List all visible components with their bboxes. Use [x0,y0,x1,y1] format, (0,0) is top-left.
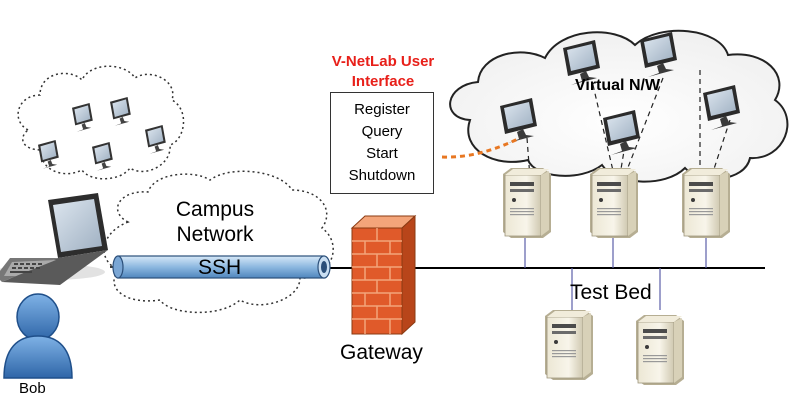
ui-title: V-NetLab User Interface [331,53,435,90]
user-icon [3,293,73,379]
ssh-label: SSH [198,256,242,279]
menu-item-register[interactable]: Register [354,101,410,118]
menu-item-shutdown[interactable]: Shutdown [348,167,416,184]
firewall-icon [350,214,417,336]
gateway-label: Gateway [340,341,423,364]
peer-machines-cloud-icon [17,65,185,180]
test-bed-label: Test Bed [570,281,652,304]
laptop-icon [0,193,108,285]
ssh-tunnel-icon [110,255,331,279]
test-bed-server-icon [502,167,731,386]
virtual-links [526,70,731,179]
user-label: Bob [19,380,46,397]
virtual-network-cloud-icon [449,29,789,183]
ui-menu-box: Register Query Start Shutdown [330,92,434,194]
menu-item-start[interactable]: Start [366,145,398,162]
ui-link-dashed [441,136,521,159]
virtual-network-label: Virtual N/W [575,77,661,94]
menu-item-query[interactable]: Query [361,123,403,140]
campus-network-label: Campus Network [175,198,255,246]
